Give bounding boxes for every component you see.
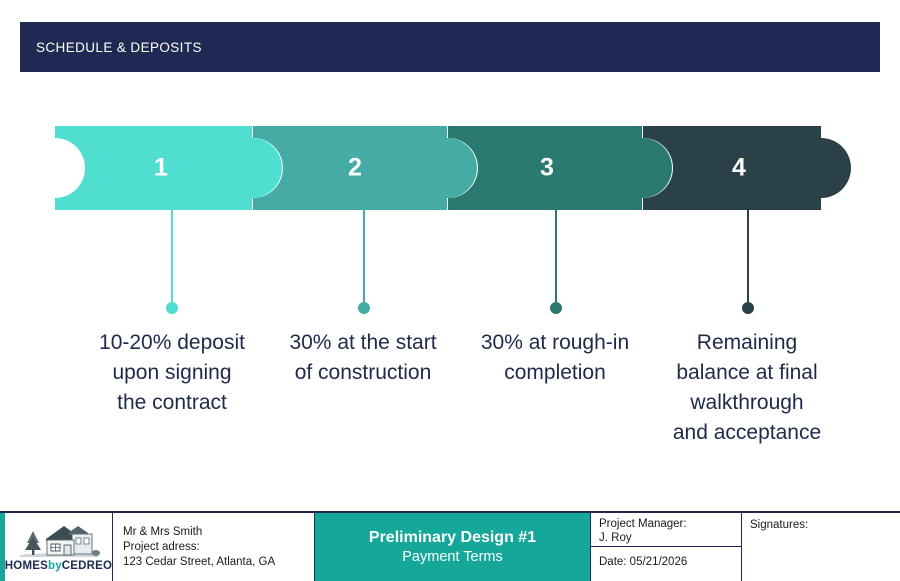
footer-logo-cell: HOMESbyCEDREO: [5, 513, 113, 581]
client-address: 123 Cedar Street, Atlanta, GA: [123, 555, 276, 568]
timeline-segment-3[interactable]: [448, 126, 672, 210]
timeline-segment-3-number: 3: [540, 154, 554, 182]
caption-line: completion: [504, 361, 606, 384]
design-title: Preliminary Design #1: [368, 529, 537, 546]
date-block: Date: 05/21/2026: [591, 547, 741, 581]
caption-line: and acceptance: [672, 421, 822, 444]
timeline-segment-4[interactable]: [643, 126, 851, 210]
page-title: SCHEDULE & DEPOSITS: [36, 39, 202, 55]
house-logo-icon: [19, 525, 100, 557]
client-address-label: Project adress:: [123, 540, 200, 553]
design-subtitle: Payment Terms: [402, 549, 503, 565]
timeline-segment-2[interactable]: [253, 126, 477, 210]
timeline-ribbon: 1 2 3 4: [55, 126, 861, 210]
timeline-segment-4-number: 4: [732, 154, 746, 182]
timeline-caption-3: 30% at rough-in completion: [445, 328, 665, 388]
section-header-banner: SCHEDULE & DEPOSITS: [20, 22, 880, 72]
caption-line: of construction: [294, 361, 432, 384]
timeline-svg: 1 2 3 4: [55, 126, 851, 210]
logo-text-by: by: [47, 559, 62, 572]
timeline-dot-4: [742, 302, 754, 314]
caption-line: walkthrough: [690, 391, 804, 414]
logo-wordmark: HOMESbyCEDREO: [5, 560, 112, 572]
footer-signatures-cell[interactable]: Signatures:: [742, 513, 900, 581]
timeline-segment-1[interactable]: [55, 126, 282, 210]
caption-line: Remaining: [696, 331, 798, 354]
timeline-connector-4: [747, 210, 749, 306]
timeline-dot-1: [166, 302, 178, 314]
timeline-caption-2: 30% at the start of construction: [253, 328, 473, 388]
client-name: Mr & Mrs Smith: [123, 525, 203, 538]
caption-line: upon signing: [112, 361, 232, 384]
timeline-dot-3: [550, 302, 562, 314]
timeline-dot-2: [358, 302, 370, 314]
caption-line: 30% at rough-in: [480, 331, 630, 354]
logo-text-homes: HOMES: [4, 559, 48, 572]
footer-client-cell: Mr & Mrs Smith Project adress: 123 Cedar…: [113, 513, 315, 581]
timeline-connector-2: [363, 210, 365, 306]
logo-text-cedreo: CEDREO: [61, 559, 113, 572]
project-manager-block: Project Manager: J. Roy: [591, 513, 741, 547]
caption-line: 10-20% deposit: [99, 331, 245, 354]
caption-line: the contract: [117, 391, 227, 414]
timeline-connector-1: [171, 210, 173, 306]
footer-bar: HOMESbyCEDREO Mr & Mrs Smith Project adr…: [0, 511, 900, 581]
project-date: Date: 05/21/2026: [599, 556, 688, 568]
timeline-segment-1-number: 1: [154, 154, 168, 182]
signatures-label: Signatures:: [750, 519, 809, 531]
caption-line: balance at final: [676, 361, 818, 384]
caption-line: 30% at the start: [289, 331, 437, 354]
timeline-caption-1: 10-20% deposit upon signing the contract: [62, 328, 282, 418]
project-manager-name: J. Roy: [599, 532, 632, 544]
footer-project-manager-cell: Project Manager: J. Roy Date: 05/21/2026: [590, 513, 742, 581]
footer-design-cell: Preliminary Design #1 Payment Terms: [315, 513, 590, 581]
project-manager-label: Project Manager:: [599, 518, 687, 530]
timeline-segment-2-number: 2: [348, 154, 362, 182]
timeline-caption-4: Remaining balance at final walkthrough a…: [637, 328, 857, 448]
timeline-connector-3: [555, 210, 557, 306]
footer-accent-stripe: [0, 513, 5, 581]
